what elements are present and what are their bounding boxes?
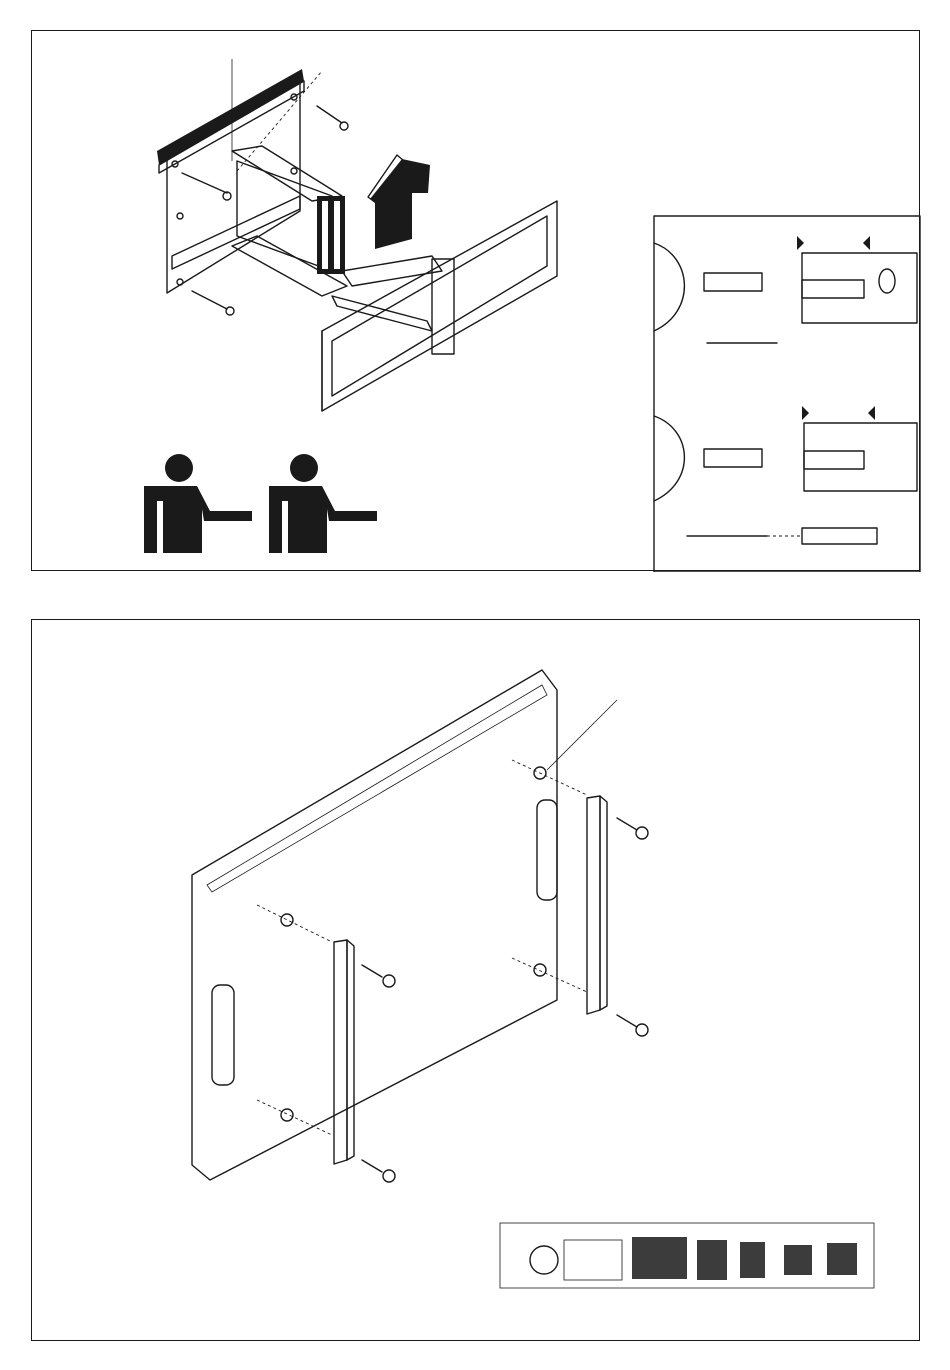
concrete-wall xyxy=(804,423,917,491)
tv-back-panel xyxy=(192,670,557,1180)
wall-hole xyxy=(177,213,183,219)
drill-icon xyxy=(654,243,684,331)
tv-frame xyxy=(322,201,557,411)
screw-icon xyxy=(362,818,648,1182)
person-icon xyxy=(144,454,252,553)
wall-hole xyxy=(177,279,183,285)
drill-icon xyxy=(654,416,684,501)
wall-mount-step-panel xyxy=(31,30,920,571)
tv-bracket-diagram xyxy=(32,620,921,1342)
hardware-tray-icon xyxy=(500,1223,874,1288)
wood-wall xyxy=(802,253,917,323)
wall-type-inset xyxy=(654,216,920,572)
hinge-block xyxy=(317,196,345,274)
wall-plate xyxy=(157,69,304,293)
handle-cutout xyxy=(537,800,557,900)
bracket-icon xyxy=(334,940,354,1164)
handle-cutout xyxy=(212,985,234,1085)
arrow-up-icon xyxy=(368,155,430,249)
tv-bracket-step-panel xyxy=(31,619,920,1341)
wall-plug-icon xyxy=(802,528,877,544)
wall-hole xyxy=(291,168,297,174)
person-icon xyxy=(269,454,377,553)
bracket-icon xyxy=(587,796,607,1014)
wall-mount-diagram xyxy=(32,31,921,572)
